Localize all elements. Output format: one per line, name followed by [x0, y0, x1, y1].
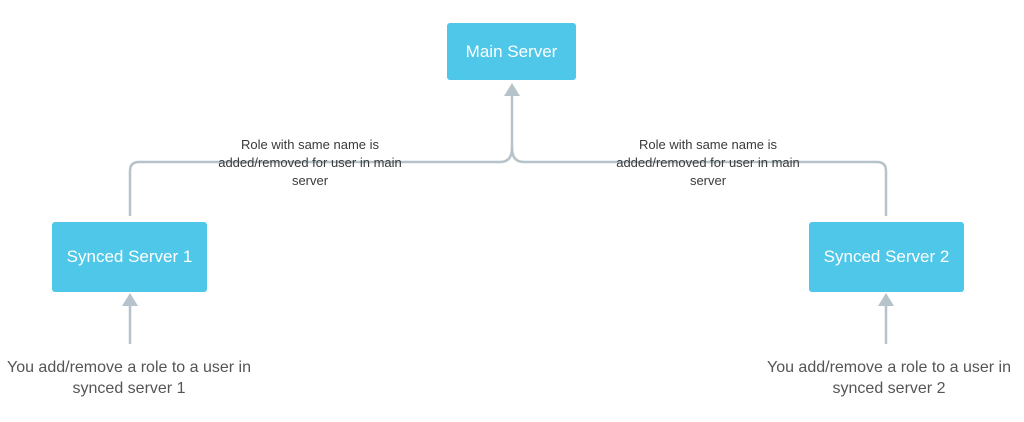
edge-label-right: Role with same name is added/removed for…: [616, 137, 800, 188]
synced-server-1-node: Synced Server 1: [52, 222, 207, 292]
main-server-node: Main Server: [447, 23, 576, 80]
edge-label-left: Role with same name is added/removed for…: [218, 137, 402, 188]
note-synced-server-2: You add/remove a role to a user in synce…: [766, 359, 1011, 397]
connector-right: [510, 147, 888, 216]
synced-server-1-label: Synced Server 1: [66, 247, 193, 266]
main-server-label: Main Server: [465, 41, 558, 61]
synced-server-2-node: Synced Server 2: [809, 222, 964, 292]
arrowhead-main-server: [504, 83, 520, 96]
synced-server-2-label: Synced Server 2: [823, 247, 950, 266]
arrowhead-synced-2: [878, 293, 894, 306]
note-synced-server-1: You add/remove a role to a user in synce…: [6, 359, 251, 397]
arrowhead-synced-1: [122, 293, 138, 306]
